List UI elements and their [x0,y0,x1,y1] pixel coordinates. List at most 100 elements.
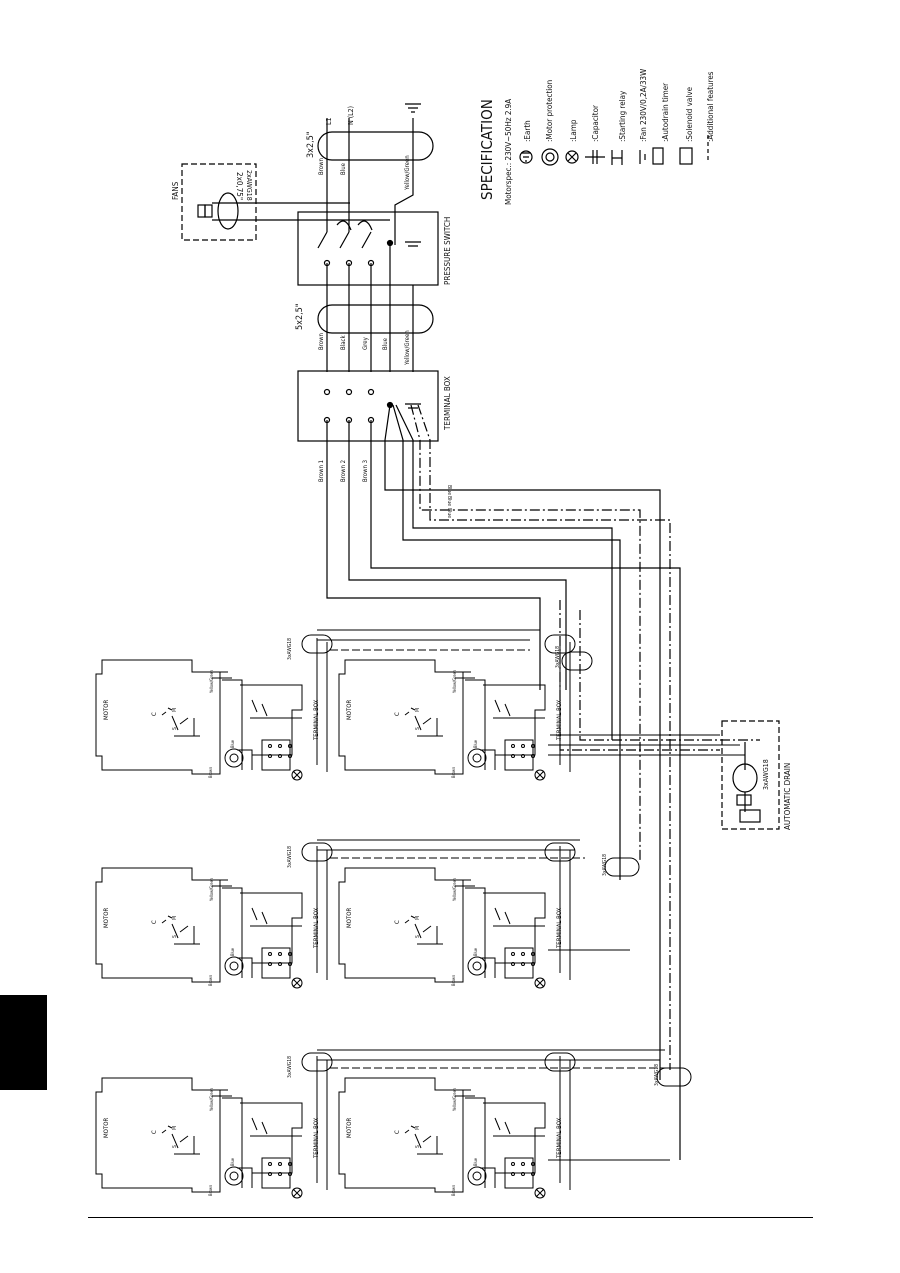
wire-label: Brown [318,333,325,350]
mid-cable-sleeve [317,304,434,334]
motor-protection-icon [541,148,559,166]
motor-label: MOTOR [346,908,353,928]
wire-label: Blue [230,947,235,956]
wire-label: Yellow/Green [452,670,457,693]
unit-6 [338,1052,576,1199]
terminal-box [297,370,439,442]
solenoid-valve-icon [739,809,761,823]
unit-s-label: S [415,1145,421,1148]
fans-awg-label: 2xAWG18 [245,170,253,201]
spec-title: SPECIFICATION [478,99,496,200]
unit-cable-label: 3xAWG18 [287,638,293,660]
unit-terminal-box-label: TERMINAL BOX [313,699,320,741]
wire-label: Black [340,335,347,350]
unit-c-label: C [151,712,158,716]
autodrain-timer-icon [736,794,752,806]
earth-icon [405,241,421,247]
unit-m-label: M [172,1126,178,1130]
legend-additional: :Additional features [706,71,715,142]
wire-label: Blue [230,739,235,748]
spec-motorspec: Motorspec.: 230V~50Hz 2.9A [504,99,513,205]
wire-label: Brown 3 [362,460,369,482]
unit-earth-wires [330,649,675,1069]
wire-label: Blue [473,739,478,748]
wire-label: Yellow/Green [452,1088,457,1111]
mid-cable-label: 5x2,5" [295,303,305,330]
motor-label: MOTOR [103,700,110,720]
fans-cable-label: 2x0,75" [235,172,244,200]
wire-label: Brown [451,767,456,778]
wire-label: Brown [208,1185,213,1196]
switch-spring [336,220,373,231]
wire-label: Blue [446,508,452,518]
unit-terminal-box-label: TERMINAL BOX [556,699,563,741]
legend-capacitor: :Capacitor [591,105,600,142]
unit-feed-wires [317,629,665,1061]
wire-label: Brown [451,1185,456,1196]
unit-c-label: C [394,1130,401,1134]
neutral-wires [384,404,661,1080]
wire-label: Yellow/Green [404,330,411,366]
earth-wire [394,160,414,245]
supply-cable-label: 3x2,5" [306,131,316,158]
terminal-box-label: TERMINAL BOX [443,376,452,431]
drain-cable-label: 3xAWG18 [762,759,770,790]
unit-cable-label: 3xAWG18 [602,854,608,876]
starting-relay-icon [611,150,623,165]
unit-1 [95,634,333,781]
fan-legend-icon [639,150,646,164]
earth-icon [519,150,533,164]
unit-c-label: C [151,920,158,924]
cable-sleeve [656,1067,692,1087]
switch-contacts [317,231,372,249]
earth-icon [405,403,421,409]
unit-c-label: C [151,1130,158,1134]
supply-l1-label: L1 [325,117,333,125]
automatic-drain-label: AUTOMATIC DRAIN [783,763,792,830]
legend-fan: :Fan 230V/0,2A/33W [639,69,648,142]
wire-label: Yellow/Green [404,155,411,191]
cable-sleeve [561,651,593,671]
legend-earth: :Earth [523,120,532,142]
legend-autodrain-timer: :Autodrain timer [661,83,670,142]
legend-starting-relay: :Starting relay [618,90,627,142]
automatic-drain-box [721,720,780,830]
mid-wires [326,243,414,372]
fan-icon [204,204,213,218]
wire-label: Blue [382,337,389,350]
earth-wires [410,404,671,1070]
solenoid-valve-legend-icon [679,147,693,165]
supply-wires [326,118,414,232]
wire-label: Grey [362,336,369,350]
supply-cable-sleeve [317,131,434,161]
unit-return-wires [548,949,670,1161]
footer-rule [88,1217,813,1218]
side-tab [0,995,47,1090]
fans-box [181,163,257,241]
unit-c-label: C [394,712,401,716]
phase-wires [326,420,681,1160]
unit-s-label: S [415,727,421,730]
wire-label: Yellow/Green [209,878,214,901]
autodrain-timer-legend-icon [652,147,664,165]
supply-n-label: N (L2) [347,106,355,125]
motor-label: MOTOR [103,908,110,928]
unit-cable-label: 3xAWG18 [287,1056,293,1078]
unit-cable-label: 3xAWG18 [555,646,561,668]
wire-label: Yellow/Green [452,878,457,901]
unit-s-label: S [172,727,178,730]
wire-label: Brown [318,158,325,175]
wire-label: Brown 2 [340,460,347,482]
unit-terminal-box-label: TERMINAL BOX [313,907,320,949]
unit-m-label: M [172,916,178,920]
unit-cable-label: 3xAWG18 [654,1064,660,1086]
wire-label: Blue [473,947,478,956]
fans-cable-sleeve [217,192,239,230]
wire-label: Brown [451,975,456,986]
legend-motor-protection: :Motor protection [545,80,554,142]
pressure-switch-box [297,211,439,286]
unit-5 [95,1052,333,1199]
wire-label: Blue [446,496,452,506]
